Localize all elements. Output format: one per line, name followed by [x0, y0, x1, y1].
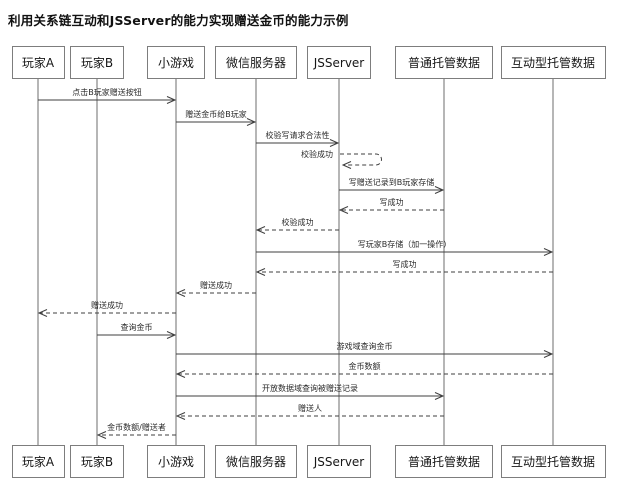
participant-bottom-player-b: 玩家B	[70, 445, 124, 478]
message-label-6: 校验成功	[281, 218, 314, 227]
participant-label: 小游戏	[157, 455, 194, 469]
message-arrowhead-16	[96, 431, 107, 439]
message-label-12: 游戏域查询金币	[336, 342, 393, 351]
participant-label: 玩家A	[21, 455, 55, 469]
participant-top-player-a: 玩家A	[11, 46, 65, 79]
message-self-loop-3	[340, 153, 382, 166]
message-label-15: 赠送人	[298, 404, 322, 413]
participant-label: 微信服务器	[225, 455, 286, 469]
message-label-14: 开放数据域查询被赠送记录	[262, 384, 358, 393]
participant-bottom-jsserver: JSServer	[307, 445, 371, 478]
participant-bottom-wechat-server: 微信服务器	[215, 445, 297, 478]
message-label-3: 校验成功	[301, 150, 333, 159]
participant-label: 普通托管数据	[407, 56, 480, 70]
message-label-2: 校验写请求合法性	[265, 131, 330, 140]
message-arrowhead-13	[175, 370, 186, 378]
message-arrowhead-1	[246, 118, 257, 126]
participant-bottom-minigame: 小游戏	[147, 445, 205, 478]
participant-top-wechat-server: 微信服务器	[215, 46, 297, 79]
participant-label: 互动型托管数据	[510, 56, 595, 70]
participant-label: 微信服务器	[225, 56, 286, 70]
participant-top-interactive-hosted-data: 互动型托管数据	[500, 46, 606, 79]
message-arrowhead-0	[166, 96, 177, 104]
participant-label: 玩家A	[21, 56, 55, 70]
participant-bottom-interactive-hosted-data: 互动型托管数据	[500, 445, 606, 478]
message-label-1: 赠送金币给B玩家	[185, 110, 247, 119]
message-label-13: 金币数额	[348, 362, 381, 371]
participant-label: 互动型托管数据	[510, 455, 595, 469]
participant-label: JSServer	[313, 55, 365, 70]
participant-top-player-b: 玩家B	[70, 46, 124, 79]
participant-label: 小游戏	[157, 56, 194, 70]
participant-bottom-normal-hosted-data: 普通托管数据	[395, 445, 493, 478]
participant-label: 玩家B	[80, 455, 114, 469]
participant-top-minigame: 小游戏	[147, 46, 205, 79]
message-arrowhead-10	[37, 309, 48, 317]
participant-label: JSServer	[313, 454, 365, 469]
participant-bottom-player-a: 玩家A	[11, 445, 65, 478]
participant-label: 玩家B	[80, 56, 114, 70]
message-arrowhead-2	[329, 139, 340, 147]
message-arrowhead-15	[175, 412, 186, 420]
participant-label: 普通托管数据	[407, 455, 480, 469]
participant-top-normal-hosted-data: 普通托管数据	[395, 46, 493, 79]
message-arrowhead-5	[338, 206, 349, 214]
message-arrowhead-3	[341, 161, 352, 169]
message-label-11: 查询金币	[120, 323, 153, 332]
message-arrowhead-4	[434, 186, 445, 194]
message-label-9: 赠送成功	[200, 281, 232, 290]
message-label-10: 赠送成功	[91, 301, 123, 310]
message-label-8: 写成功	[392, 260, 417, 269]
diagram-title: 利用关系链互动和JSServer的能力实现赠送金币的能力示例	[8, 13, 349, 28]
message-arrowhead-11	[166, 331, 177, 339]
message-label-5: 写成功	[379, 198, 404, 207]
message-arrowhead-7	[543, 248, 554, 256]
message-label-7: 写玩家B存储（加一操作）	[357, 240, 452, 249]
message-label-4: 写赠送记录到B玩家存储	[348, 178, 435, 187]
message-arrowhead-6	[255, 226, 266, 234]
message-label-16: 金币数额/赠送者	[107, 423, 166, 432]
message-label-0: 点击B玩家赠送按钮	[72, 88, 142, 97]
message-arrowhead-8	[255, 268, 266, 276]
participant-top-jsserver: JSServer	[307, 46, 371, 79]
message-arrowhead-12	[543, 350, 554, 358]
message-arrowhead-14	[434, 392, 445, 400]
message-arrowhead-9	[175, 289, 186, 297]
